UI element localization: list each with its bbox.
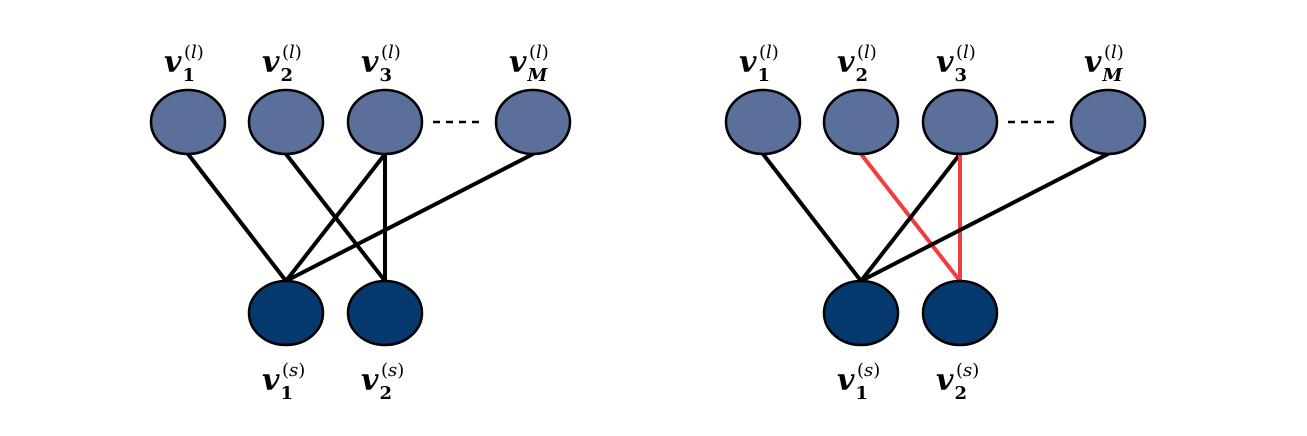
large-node-m (494, 88, 572, 156)
small-node-label-2-subscript: 2 (379, 383, 392, 404)
left-graph-panel: v1(l)v2(l)v3(l)vM(l)v1(s)v2(s) (149, 42, 572, 404)
large-node-label-2-subscript: 2 (280, 65, 293, 86)
large-node-label-m: vM (509, 45, 548, 86)
large-node-label-2-base: v (262, 45, 280, 80)
large-node-label-3-superscript: (l) (956, 42, 976, 63)
small-node-label-1-superscript: (s) (857, 360, 880, 381)
edge-l3-s1 (284, 152, 387, 283)
small-node-label-2-subscript: 2 (954, 383, 967, 404)
large-node-3 (921, 88, 999, 156)
large-node-label-m-subscript: M (526, 65, 548, 86)
large-node-1 (724, 88, 802, 156)
large-node-3 (346, 88, 424, 156)
large-node-label-2-subscript: 2 (855, 65, 868, 86)
large-node-label-1-superscript: (l) (184, 42, 204, 63)
large-node-label-2: v2 (262, 45, 293, 86)
large-node-label-2-superscript: (l) (282, 42, 302, 63)
large-node-2 (247, 88, 325, 156)
large-node-label-1-subscript: 1 (757, 65, 770, 86)
edges (186, 152, 535, 283)
large-node-label-1-base: v (164, 45, 182, 80)
large-node-label-m-subscript: M (1101, 65, 1123, 86)
large-node-label-3: v3 (936, 45, 967, 86)
large-node-label-3-base: v (361, 45, 379, 80)
large-node-1 (149, 88, 227, 156)
small-node-2 (921, 279, 999, 347)
large-node-label-1-base: v (739, 45, 757, 80)
small-node-label-2-superscript: (s) (381, 360, 404, 381)
large-node-label-2-superscript: (l) (857, 42, 877, 63)
large-node-label-2: v2 (837, 45, 868, 86)
large-node-label-3-base: v (936, 45, 954, 80)
edge-l1-s1 (761, 152, 863, 283)
large-node-label-1: v1 (739, 45, 770, 86)
large-node-label-m: vM (1084, 45, 1123, 86)
large-node-label-3-subscript: 3 (379, 65, 392, 86)
small-node-label-1: v1 (837, 363, 868, 404)
large-node-2 (822, 88, 900, 156)
small-node-1 (247, 279, 325, 347)
small-node-label-2: v2 (361, 363, 392, 404)
small-node-label-1-superscript: (s) (282, 360, 305, 381)
small-node-label-1-subscript: 1 (280, 383, 293, 404)
large-node-label-m-superscript: (l) (529, 42, 549, 63)
small-node-label-2: v2 (936, 363, 967, 404)
large-node-label-3: v3 (361, 45, 392, 86)
edges (761, 152, 1110, 283)
right-graph-panel: v1(l)v2(l)v3(l)vM(l)v1(s)v2(s) (724, 42, 1147, 404)
edge-l1-s1 (186, 152, 288, 283)
edge-lM-s1 (284, 152, 535, 283)
large-node-label-3-superscript: (l) (381, 42, 401, 63)
large-node-label-1: v1 (164, 45, 195, 86)
small-node-label-2-base: v (361, 363, 379, 398)
small-node-label-2-superscript: (s) (956, 360, 979, 381)
small-node-label-2-base: v (936, 363, 954, 398)
small-node-label-1: v1 (262, 363, 293, 404)
large-node-label-m-superscript: (l) (1104, 42, 1124, 63)
small-node-label-1-base: v (837, 363, 855, 398)
small-node-2 (346, 279, 424, 347)
small-node-label-1-base: v (262, 363, 280, 398)
large-node-m (1069, 88, 1147, 156)
edge-l3-s1 (859, 152, 962, 283)
small-node-label-1-subscript: 1 (855, 383, 868, 404)
edge-lM-s1 (859, 152, 1110, 283)
small-node-1 (822, 279, 900, 347)
large-node-label-m-base: v (1084, 45, 1102, 80)
large-node-label-2-base: v (837, 45, 855, 80)
large-node-label-3-subscript: 3 (954, 65, 967, 86)
large-node-label-1-superscript: (l) (759, 42, 779, 63)
large-node-label-1-subscript: 1 (182, 65, 195, 86)
large-node-label-m-base: v (509, 45, 527, 80)
